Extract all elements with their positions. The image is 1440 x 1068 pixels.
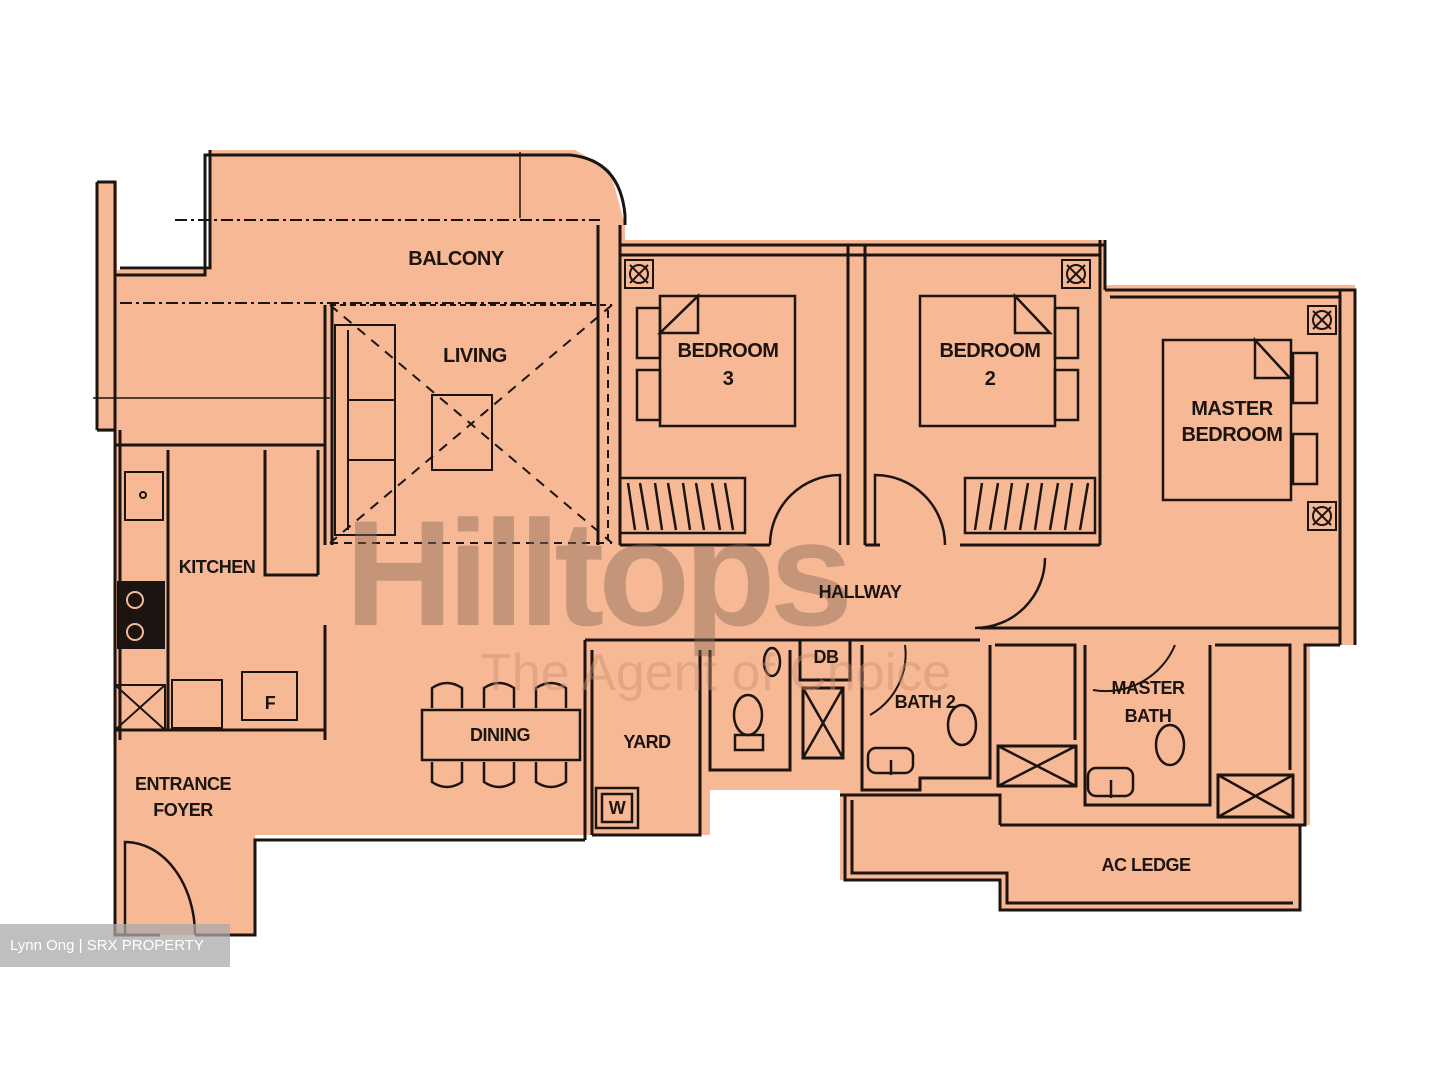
label-bedroom3: BEDROOM (678, 340, 779, 362)
label-dining: DINING (470, 725, 530, 745)
label-kitchen: KITCHEN (179, 557, 256, 577)
label-living: LIVING (443, 345, 507, 367)
label-bath2: BATH 2 (895, 692, 956, 712)
watermark: Hilltops The Agent of Choice (345, 489, 951, 702)
ac-units (624, 259, 1337, 531)
room-labels: BALCONY LIVING BEDROOM 3 BEDROOM 2 MASTE… (135, 248, 1283, 875)
dining-set (420, 681, 582, 789)
beds (635, 292, 1319, 502)
wardrobes (618, 476, 1097, 535)
bath-fixtures (594, 646, 1294, 830)
label-db: DB (814, 647, 839, 667)
floor-fill (97, 150, 1355, 935)
photo-credit: Lynn Ong | SRX PROPERTY (0, 924, 230, 967)
label-foyer: FOYER (153, 800, 213, 820)
label-master: MASTER (1191, 398, 1274, 420)
kitchen-fixtures (114, 471, 298, 731)
label-masterbath-2: BATH (1125, 706, 1172, 726)
label-hallway: HALLWAY (819, 582, 902, 602)
label-balcony: BALCONY (408, 248, 505, 270)
label-acledge: AC LEDGE (1101, 855, 1191, 875)
label-master-2: BEDROOM (1182, 424, 1283, 446)
label-bedroom2-num: 2 (985, 368, 996, 390)
doors (123, 473, 1176, 936)
watermark-brand: Hilltops (345, 489, 848, 657)
label-masterbath: MASTER (1112, 678, 1186, 698)
label-bedroom3-num: 3 (723, 368, 734, 390)
walls (93, 150, 1357, 937)
watermark-tagline: The Agent of Choice (480, 644, 951, 702)
label-yard: YARD (623, 732, 671, 752)
label-entrance: ENTRANCE (135, 774, 231, 794)
label-fridge: F (265, 693, 276, 713)
label-washer: W (609, 798, 626, 818)
label-bedroom2: BEDROOM (940, 340, 1041, 362)
